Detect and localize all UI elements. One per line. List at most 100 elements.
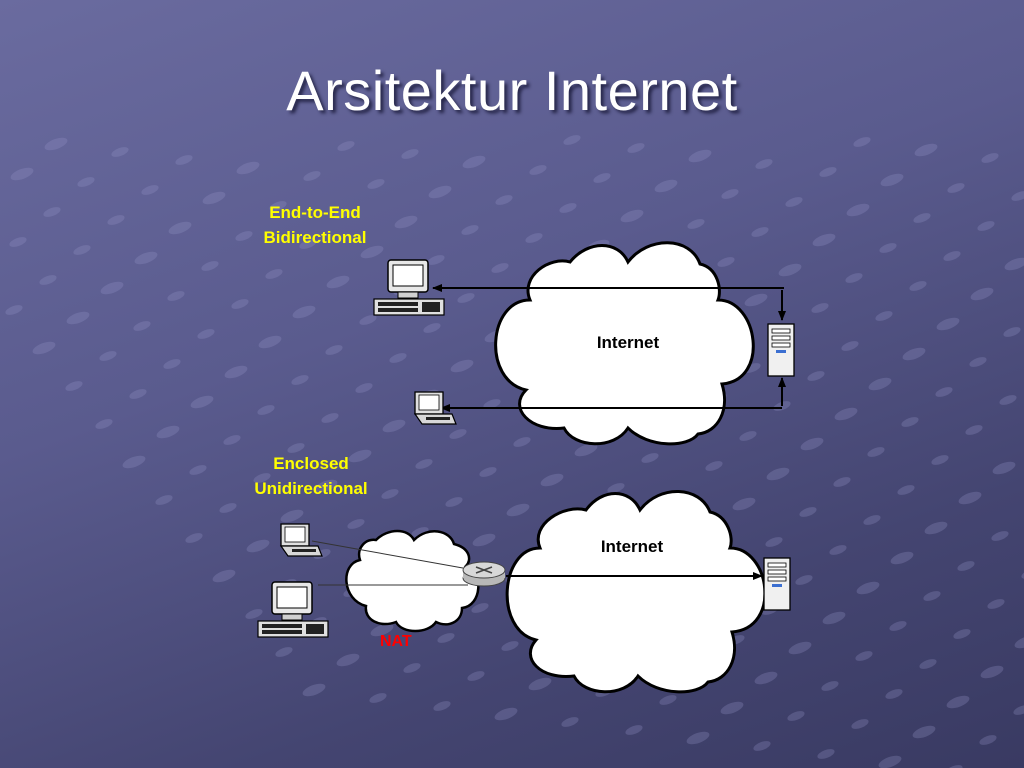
background-dot <box>134 251 158 265</box>
background-dot <box>868 377 892 391</box>
background-dot <box>800 437 824 451</box>
background-dot <box>10 167 34 181</box>
background-dot <box>856 581 880 595</box>
background-dot <box>946 695 970 709</box>
background-dot <box>99 351 117 361</box>
background-dot <box>755 159 773 169</box>
enclosed-label: Enclosed Unidirectional <box>236 451 386 501</box>
background-dot <box>280 509 304 523</box>
background-dot <box>732 497 756 511</box>
background-dot <box>659 695 677 705</box>
background-dot <box>987 599 1005 609</box>
background-dot <box>389 353 407 363</box>
cloud-icon <box>494 241 755 446</box>
background-dot <box>607 483 625 493</box>
background-dot <box>394 215 418 229</box>
background-dot <box>686 731 710 745</box>
background-dot <box>337 141 355 151</box>
background-dot <box>381 489 399 499</box>
background-dot <box>720 701 744 715</box>
background-dot <box>219 503 237 513</box>
background-dot <box>467 671 485 681</box>
background-dot <box>479 467 497 477</box>
background-dot <box>627 143 645 153</box>
background-dot <box>245 609 263 619</box>
background-dot <box>236 161 260 175</box>
background-dot <box>878 755 902 768</box>
background-dot <box>457 293 475 303</box>
server-tower-icon <box>763 557 791 611</box>
background-dot <box>969 357 987 367</box>
background-dot <box>506 503 530 517</box>
background-dot <box>9 237 27 247</box>
background-dot <box>834 407 858 421</box>
background-dot <box>212 569 236 583</box>
background-dot <box>1011 191 1024 201</box>
background-dot <box>483 399 501 409</box>
background-dot <box>912 725 936 739</box>
background-dot <box>495 195 513 205</box>
background-dot <box>754 671 778 685</box>
router-icon <box>462 561 506 587</box>
background-dot <box>880 173 904 187</box>
background-dot <box>141 185 159 195</box>
background-dot <box>32 341 56 355</box>
background-dot <box>620 209 644 223</box>
background-dot <box>739 431 757 441</box>
background-dot <box>513 437 531 447</box>
background-dot <box>875 311 893 321</box>
background-dot <box>821 681 839 691</box>
background-dot <box>321 413 339 423</box>
background-dot <box>981 153 999 163</box>
background-dot <box>325 345 343 355</box>
background-dot <box>525 233 543 243</box>
background-dot <box>625 725 643 735</box>
background-dot <box>129 389 147 399</box>
background-dot <box>528 677 552 691</box>
background-dot <box>43 207 61 217</box>
background-dot <box>751 227 769 237</box>
background-dot <box>1003 327 1021 337</box>
background-dot <box>778 263 802 277</box>
background-dot <box>901 417 919 427</box>
background-dot <box>936 317 960 331</box>
background-dot <box>980 665 1004 679</box>
desktop-computer-icon <box>373 259 445 316</box>
end-to-end-label-line1: End-to-End <box>269 203 361 222</box>
background-dot <box>812 233 836 247</box>
background-dot <box>471 603 489 613</box>
background-dot <box>175 155 193 165</box>
background-dot <box>314 479 338 493</box>
background-dot <box>935 387 953 397</box>
background-dot <box>190 395 214 409</box>
background-dot <box>1004 257 1024 271</box>
background-dot <box>287 443 305 453</box>
background-dot <box>163 359 181 369</box>
enclosed-label-line2: Unidirectional <box>254 479 368 498</box>
background-dot <box>931 455 949 465</box>
background-dot <box>807 371 825 381</box>
background-dot <box>299 239 317 249</box>
nat-internal-links <box>311 540 475 586</box>
background-dot <box>501 641 519 651</box>
background-dot <box>919 659 937 669</box>
background-dot <box>744 293 768 307</box>
cloud-label-top: Internet <box>597 333 660 352</box>
background-dot <box>224 365 248 379</box>
background-dot <box>819 167 837 177</box>
background-dot <box>347 519 365 529</box>
background-dot <box>253 473 271 483</box>
background-dot <box>845 273 863 283</box>
background-dot <box>258 335 282 349</box>
internet-cloud-top: Internet <box>494 241 755 446</box>
background-dot <box>111 147 129 157</box>
background-dot <box>411 527 429 537</box>
background-dot <box>943 251 961 261</box>
background-dot <box>753 741 771 751</box>
background-dot <box>65 381 83 391</box>
background-dot <box>947 183 965 193</box>
background-dot <box>953 629 971 639</box>
internet-cloud-bottom: Internet <box>505 490 767 694</box>
background-dot <box>1013 705 1024 715</box>
